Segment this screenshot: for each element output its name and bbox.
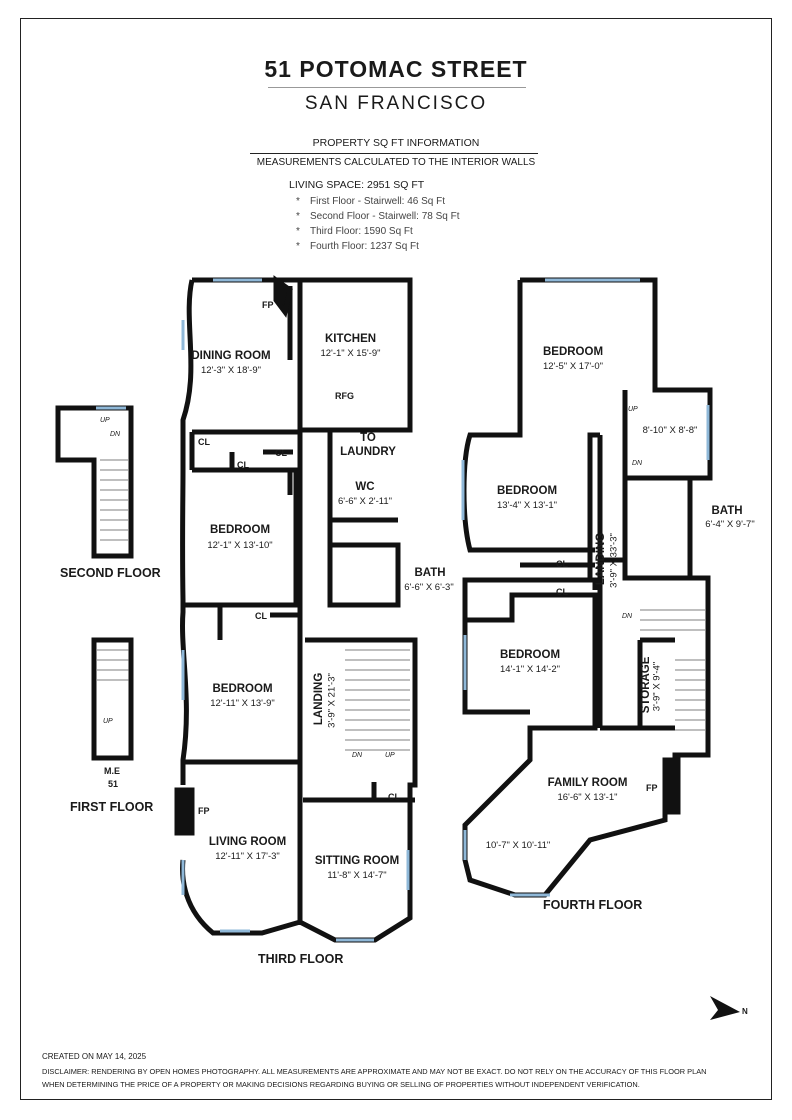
- fourth-floor-fireplace: [662, 757, 681, 815]
- meter-label: M.E: [104, 766, 121, 776]
- first-floor-stair-walls: [91, 637, 134, 761]
- sqft-item: *Fourth Floor: 1237 Sq Ft: [296, 241, 419, 252]
- second-floor-dn: DN: [110, 431, 121, 438]
- living-space-total: LIVING SPACE: 2951 SQ FT: [289, 179, 425, 191]
- second-floor-stair-walls: [55, 405, 134, 559]
- third-floor-fireplace-top: [273, 275, 293, 318]
- fourth-floor-interior-walls: [520, 390, 690, 731]
- bedroom-top-label: BEDROOM: [542, 346, 604, 358]
- first-floor-title: FIRST FLOOR: [70, 800, 154, 814]
- bedroom-2-dims: 12'-11" X 13'-9": [210, 698, 275, 709]
- closet-label: CL: [198, 437, 210, 447]
- page-subtitle: SAN FRANCISCO: [304, 93, 488, 114]
- bath-dims: 6'-6" X 6'-3": [404, 582, 454, 593]
- sqft-breakdown-list: *First Floor - Stairwell: 46 Sq Ft *Seco…: [296, 194, 460, 254]
- disclaimer-line-2: WHEN DETERMINING THE PRICE OF A PROPERTY…: [42, 1080, 640, 1089]
- refrigerator-label: RFG: [335, 391, 354, 401]
- storage-dims: 3'-9" X 9'-4": [651, 661, 663, 712]
- third-floor-title: THIRD FLOOR: [258, 952, 344, 966]
- fourth-landing-dims: 3'-9" X 33'-3": [608, 533, 620, 588]
- to-laundry-label: TO LAUNDRY: [340, 432, 396, 458]
- family-room-dims: 16'-6" X 13'-1": [557, 792, 618, 803]
- dining-room-label: DINING ROOM: [191, 350, 271, 362]
- sqft-item: *Second Floor - Stairwell: 78 Sq Ft: [296, 211, 460, 222]
- closet-label: CL: [255, 611, 267, 621]
- third-floor-fireplace: [174, 787, 195, 836]
- info-divider: [250, 153, 538, 154]
- bay-dims: 10'-7" X 10'-11": [485, 840, 551, 851]
- fourth-bath-dims: 6'-4" X 9'-7": [705, 519, 755, 530]
- bedroom-label: BEDROOM: [209, 524, 271, 536]
- sqft-item: *Third Floor: 1590 Sq Ft: [296, 226, 413, 237]
- title-divider: [268, 87, 526, 88]
- fourth-dn-2: DN: [622, 613, 633, 620]
- stair-dn: DN: [352, 752, 363, 759]
- landing-label: LANDING: [313, 672, 326, 726]
- fourth-up: UP: [628, 406, 638, 413]
- created-date: CREATED ON MAY 14, 2025: [42, 1052, 147, 1061]
- fireplace-label: FP: [262, 300, 274, 310]
- fourth-floor-outer-walls: [461, 277, 713, 898]
- kitchen-label: KITCHEN: [324, 333, 377, 345]
- stair-up: UP: [385, 752, 395, 759]
- page-title: 51 POTOMAC STREET: [264, 56, 528, 82]
- living-fireplace-label: FP: [198, 806, 210, 816]
- wc-label: WC: [355, 481, 375, 493]
- alcove-dims: 8'-10" X 8'-8": [642, 425, 698, 436]
- fourth-dn: DN: [632, 460, 643, 467]
- first-floor-up: UP: [103, 718, 113, 725]
- kitchen-dims: 12'-1" X 15'-9": [320, 348, 381, 359]
- info-heading: PROPERTY SQ FT INFORMATION: [312, 137, 480, 149]
- landing-dims: 3'-9" X 21'-3": [326, 673, 338, 728]
- fourth-floor-title: FOURTH FLOOR: [543, 898, 643, 912]
- bedroom-low-dims: 14'-1" X 14'-2": [499, 664, 560, 675]
- closet-label: CL: [556, 559, 568, 569]
- second-floor-up: UP: [100, 417, 110, 424]
- bedroom-top-dims: 12'-5" X 17'-0": [542, 361, 603, 372]
- north-label: N: [742, 1007, 748, 1016]
- fourth-bath-label: BATH: [711, 505, 743, 517]
- family-room-label: FAMILY ROOM: [547, 777, 628, 789]
- closet-label: CL: [388, 792, 400, 802]
- closet-label: CL: [275, 448, 287, 458]
- wc-dims: 6'-6" X 2'-11": [337, 496, 393, 507]
- bedroom-2-label: BEDROOM: [212, 683, 273, 695]
- dining-room-dims: 12'-3" X 18'-9": [200, 365, 261, 376]
- closet-label: CL: [556, 587, 568, 597]
- living-room-dims: 12'-11" X 17'-3": [215, 851, 280, 862]
- bedroom-mid-label: BEDROOM: [496, 485, 558, 497]
- closet-label: CL: [237, 460, 249, 470]
- bedroom-mid-dims: 13'-4" X 13'-1": [496, 500, 557, 511]
- stair-treads: [97, 459, 705, 751]
- second-floor-title: SECOND FLOOR: [60, 566, 161, 580]
- windows: [96, 278, 710, 942]
- sitting-room-dims: 11'-8" X 14'-7": [327, 870, 387, 881]
- sitting-room-label: SITTING ROOM: [314, 855, 400, 867]
- bedroom-low-label: BEDROOM: [499, 649, 561, 661]
- sqft-item: *First Floor - Stairwell: 46 Sq Ft: [296, 196, 446, 207]
- family-fireplace-label: FP: [646, 783, 658, 793]
- info-subheading: MEASUREMENTS CALCULATED TO THE INTERIOR …: [256, 157, 536, 168]
- fourth-landing-label: LANDING: [595, 532, 608, 586]
- third-floor-interior-walls: [183, 429, 415, 925]
- north-arrow-icon: [710, 996, 740, 1020]
- bedroom-dims: 12'-1" X 13'-10": [207, 540, 273, 551]
- bath-label: BATH: [414, 567, 446, 579]
- meter-number: 51: [108, 779, 119, 789]
- living-room-label: LIVING ROOM: [208, 836, 287, 848]
- page-frame: [20, 18, 772, 1100]
- disclaimer-line-1: DISCLAIMER: RENDERING BY OPEN HOMES PHOT…: [42, 1067, 707, 1076]
